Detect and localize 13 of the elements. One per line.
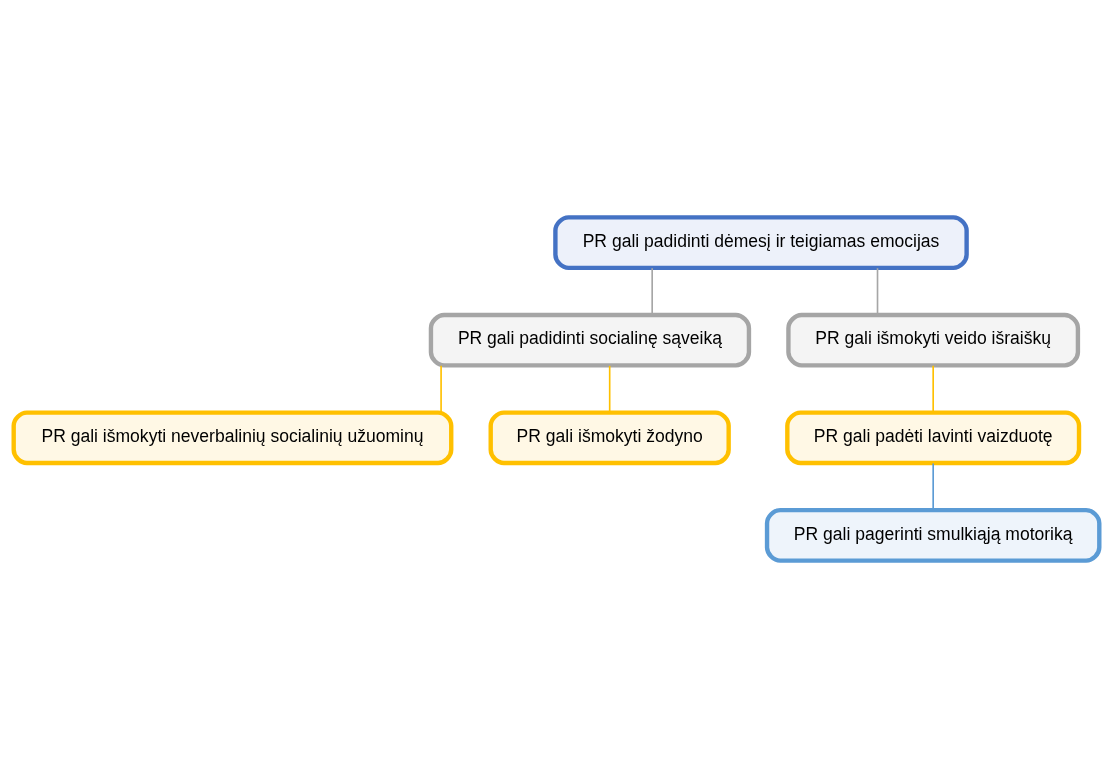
connector: [876, 267, 879, 316]
node-box: PR gali išmokyti neverbalinių socialinių užuominų: [11, 410, 454, 466]
connector: [651, 267, 653, 316]
node-box: PR gali išmokyti veido išraiškų: [786, 312, 1081, 368]
node-box: PR gali padidinti socialinę sąveiką: [428, 312, 752, 368]
node-box: PR gali pagerinti smulkiąją motoriką: [764, 507, 1102, 563]
node-box: PR gali išmokyti žodyno: [488, 410, 731, 466]
node-box: PR gali padėti lavinti vaizduotę: [785, 410, 1082, 466]
connector: [932, 365, 934, 414]
connector: [440, 365, 442, 414]
connector: [608, 365, 611, 414]
connector: [932, 462, 934, 511]
node-box: PR gali padidinti dėmesį ir teigiamas emocijas: [553, 215, 969, 271]
